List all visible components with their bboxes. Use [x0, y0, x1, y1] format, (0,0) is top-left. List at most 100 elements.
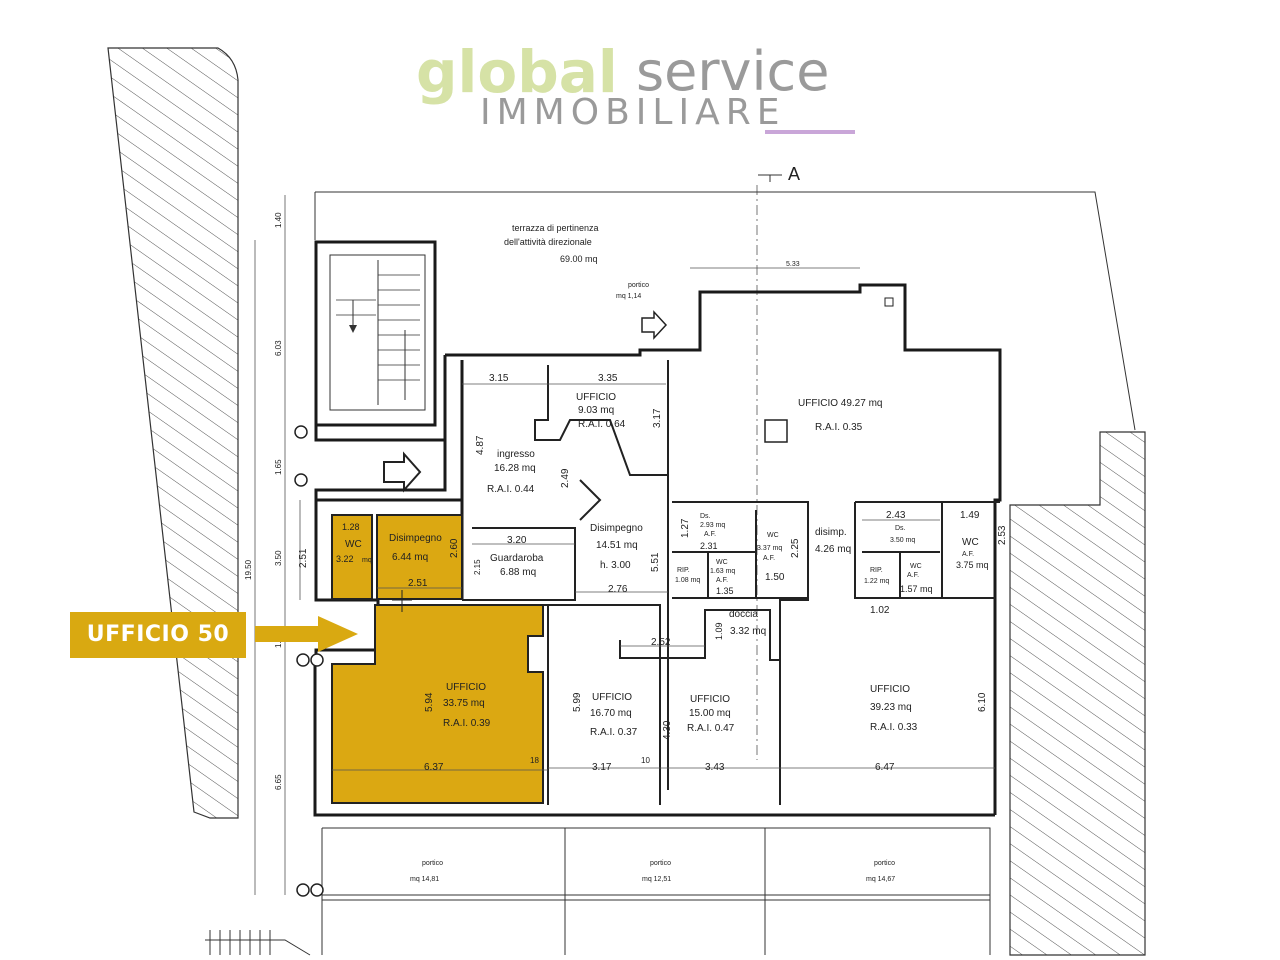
room-wc-center2-name: WC — [716, 559, 728, 566]
room-wc-center-af: A.F. — [763, 555, 775, 562]
pillar-small — [884, 297, 894, 307]
dim-5-33: 5.33 — [786, 261, 800, 268]
dim-1-27: 1.27 — [680, 518, 691, 538]
room-ufficio-top-area: 9.03 mq — [578, 405, 614, 416]
room-ufficio-3923-name: UFFICIO — [870, 684, 910, 695]
room-ufficio-large-rai: R.A.I. 0.35 — [815, 422, 863, 433]
column-circles — [294, 425, 324, 897]
dim-1-35: 1.35 — [716, 586, 734, 596]
dim-1-09: 1.09 — [714, 622, 724, 640]
dim-5-94: 5.94 — [424, 692, 435, 712]
room-disimpegno-area: 14.51 mq — [596, 540, 638, 551]
room-doccia-name: doccia — [729, 609, 758, 620]
porch-1-label: portico — [422, 860, 443, 867]
dim-3-17-v: 3.17 — [652, 408, 663, 428]
pillar — [764, 419, 788, 443]
room-rip-right-area: 1.22 mq — [864, 578, 889, 585]
dim-1-49: 1.49 — [960, 510, 980, 521]
room-wc-right-name: WC — [962, 537, 979, 548]
side-dim-1-65: 1.65 — [274, 459, 283, 475]
room-disimpegno-left-area: 6.44 mq — [392, 552, 428, 563]
dim-2-60: 2.60 — [449, 538, 460, 558]
room-ufficio-50-area: 33.75 mq — [443, 698, 485, 709]
room-wc-center2-af: A.F. — [716, 577, 728, 584]
terrace-area: 69.00 mq — [560, 254, 598, 264]
room-ufficio-1500-area: 15.00 mq — [689, 708, 731, 719]
staircase — [314, 240, 437, 427]
dim-1-50: 1.50 — [765, 572, 785, 583]
dim-3-17-h: 3.17 — [592, 762, 612, 773]
room-ufficio-1670-rai: R.A.I. 0.37 — [590, 727, 638, 738]
dim-5-99: 5.99 — [572, 692, 583, 712]
dim-6-10: 6.10 — [977, 692, 988, 712]
side-dim-6-65: 6.65 — [274, 774, 283, 790]
hatched-building-right — [1009, 431, 1146, 956]
room-ingresso-rai: R.A.I. 0.44 — [487, 484, 535, 495]
room-wc-right2-area: 1.57 mq — [900, 584, 933, 594]
room-ufficio-top-name: UFFICIO — [576, 392, 616, 403]
room-ds-right-name: Ds. — [895, 525, 906, 532]
room-rip-center-area: 1.08 mq — [675, 577, 700, 584]
dim-2-51-v: 2.51 — [298, 548, 309, 568]
room-ds-center-af: A.F. — [704, 531, 716, 538]
side-dim-3-50: 3.50 — [274, 550, 283, 566]
porch-1-area: mq 14,81 — [410, 876, 439, 883]
terrace-label-1: terrazza di pertinenza — [512, 223, 599, 233]
room-wc-left-area1: 1.28 — [342, 522, 360, 532]
room-guardaroba-area: 6.88 mq — [500, 567, 536, 578]
side-dim-1-40: 1.40 — [274, 212, 283, 228]
entrance-arrow-top — [641, 310, 668, 340]
dim-2-49: 2.49 — [560, 468, 571, 488]
ufficio-50-callout-label: UFFICIO 50 — [70, 612, 246, 658]
room-disimpegno-name: Disimpegno — [590, 523, 643, 534]
dim-6-37: 6.37 — [424, 762, 444, 773]
porch-3-label: portico — [874, 860, 895, 867]
room-ufficio-3923-area: 39.23 mq — [870, 702, 912, 713]
bottom-porch — [205, 827, 991, 956]
room-ds-right-area: 3.50 mq — [890, 537, 915, 544]
dim-4-87: 4.87 — [475, 435, 486, 455]
room-disimp-right-area: 4.26 mq — [815, 544, 851, 555]
dim-5-51: 5.51 — [650, 552, 661, 572]
room-disimpegno-height: h. 3.00 — [600, 560, 631, 571]
room-wc-right-area: 3.75 mq — [956, 560, 989, 570]
section-marker-a: A — [756, 164, 800, 760]
room-ufficio-50-name: UFFICIO — [446, 682, 486, 693]
entrance-arrow-left — [383, 451, 422, 493]
dim-3-20: 3.20 — [507, 535, 527, 546]
room-ds-center-name: Ds. — [700, 513, 711, 520]
company-logo: global service IMMOBILIARE — [416, 38, 855, 134]
room-ufficio-3923-rai: R.A.I. 0.33 — [870, 722, 918, 733]
room-doccia-area: 3.32 mq — [730, 626, 766, 637]
room-ds-center-area: 2.93 mq — [700, 522, 725, 529]
dim-6-47: 6.47 — [875, 762, 895, 773]
side-dimension-line — [254, 195, 301, 895]
porch-2-label: portico — [650, 860, 671, 867]
room-ufficio-50-rai: R.A.I. 0.39 — [443, 718, 491, 729]
dim-3-15: 3.15 — [489, 373, 509, 384]
room-guardaroba-name: Guardaroba — [490, 553, 544, 564]
room-wc-left-area2: 3.22 — [336, 554, 354, 564]
terrace-outline — [314, 191, 1136, 431]
room-rip-right-name: RIP. — [870, 567, 883, 574]
interior-walls — [462, 360, 1000, 805]
room-rip-center-name: RIP. — [677, 567, 690, 574]
porch-3-area: mq 14,67 — [866, 876, 895, 883]
room-wc-right2-name: WC — [910, 563, 922, 570]
room-ufficio-1670-name: UFFICIO — [592, 692, 632, 703]
dim-2-52: 2.52 — [651, 637, 671, 648]
side-dim-6-03: 6.03 — [274, 340, 283, 356]
room-disimpegno-left-name: Disimpegno — [389, 533, 442, 544]
dim-2-53: 2.53 — [997, 525, 1008, 545]
dim-2-25: 2.25 — [790, 538, 801, 558]
room-wc-left-unit: mq — [362, 557, 372, 564]
room-ufficio-1670-area: 16.70 mq — [590, 708, 632, 719]
room-ingresso-area: 16.28 mq — [494, 463, 536, 474]
porch-top-area: mq 1,14 — [616, 293, 641, 300]
dim-2-43: 2.43 — [886, 510, 906, 521]
dim-3-35: 3.35 — [598, 373, 618, 384]
room-wc-right-af: A.F. — [962, 551, 974, 558]
callout-arrow — [255, 616, 358, 652]
porch-top-label: portico — [628, 282, 649, 289]
